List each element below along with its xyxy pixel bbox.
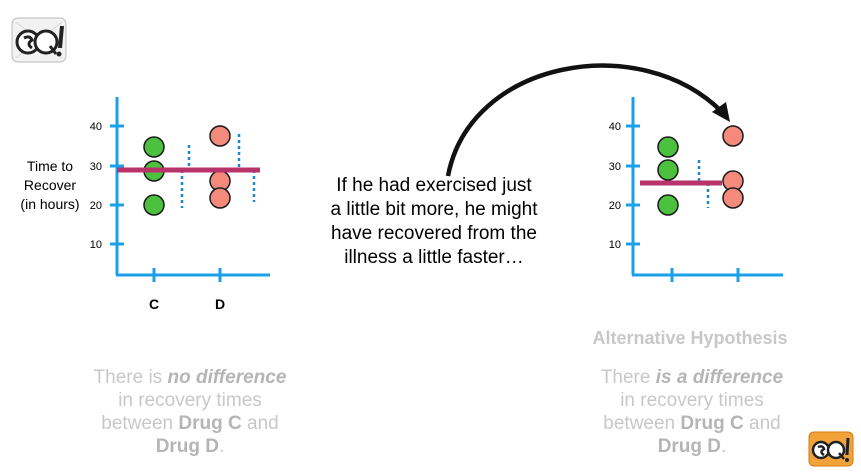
alt-line3-pre: between [603,413,681,434]
null-line4-post: . [219,436,225,457]
null-line1-pre: There is [93,367,168,388]
right-plot: 40 30 20 10 [609,97,783,282]
null-line3-drug-c: Drug C [178,413,242,434]
null-line3-mid: and [241,413,279,434]
right-point-d-1 [722,125,744,147]
null-line4-drug-d: Drug D [155,436,220,457]
center-caption-line-1: If he had exercised just [336,175,532,196]
right-ytick-label-30: 30 [609,161,621,173]
alt-line3-mid: and [743,413,781,434]
left-point-c-1 [143,136,165,158]
right-ytick-label-20: 20 [609,200,621,212]
right-point-c-2 [657,159,679,181]
right-point-c-1 [657,136,679,158]
left-point-c-3 [143,194,165,216]
statquest-logo-top-left [11,17,67,63]
alt-line2: in recovery times [620,390,764,411]
center-caption-line-4: illness a little faster… [344,247,524,268]
left-ytick-label-20: 20 [90,200,102,212]
alternative-hypothesis-title: Alternative Hypothesis [592,328,788,348]
alt-line4-post: . [721,436,727,457]
center-caption-line-2: a little bit more, he might [330,199,538,220]
right-point-c-3 [657,194,679,216]
ylabel-line-2: Recover [23,177,77,193]
ylabel-line-3: (in hours) [20,196,80,212]
right-ytick-label-40: 40 [609,121,621,133]
left-xtick-label-d: D [215,296,225,312]
alt-line4-drug-d: Drug D [657,436,722,457]
left-x-ticks [152,268,222,282]
left-xtick-label-c: C [149,296,159,312]
left-point-d-1 [209,125,231,147]
alternative-hypothesis-text: There is a difference in recovery times … [552,366,832,458]
curved-arrow [445,63,730,177]
right-point-d-3 [722,187,744,209]
statquest-logo-bottom-right [808,431,854,467]
left-ytick-label-40: 40 [90,121,102,133]
left-y-ticks [110,124,124,246]
right-ytick-label-10: 10 [609,239,621,251]
center-caption-line-3: have recovered from the [331,223,537,244]
center-caption: If he had exercised just a little bit mo… [304,174,564,270]
left-point-d-3 [209,187,231,209]
alt-line3-drug-c: Drug C [680,413,744,434]
left-y-axis-label: Time to Recover (in hours) [8,157,92,214]
left-plot: 40 30 20 10 C D [90,97,270,312]
ylabel-line-1: Time to [26,158,74,174]
right-x-ticks [670,268,740,282]
alt-line1-pre: There [600,367,656,388]
left-ytick-label-30: 30 [90,161,102,173]
null-hypothesis-text: There is no difference in recovery times… [50,366,330,458]
right-y-ticks [626,124,640,246]
null-line3-pre: between [101,413,179,434]
alt-line1-em: is a difference [655,367,784,388]
null-line1-em: no difference [167,367,287,388]
null-line2: in recovery times [118,390,262,411]
left-ytick-label-10: 10 [90,239,102,251]
